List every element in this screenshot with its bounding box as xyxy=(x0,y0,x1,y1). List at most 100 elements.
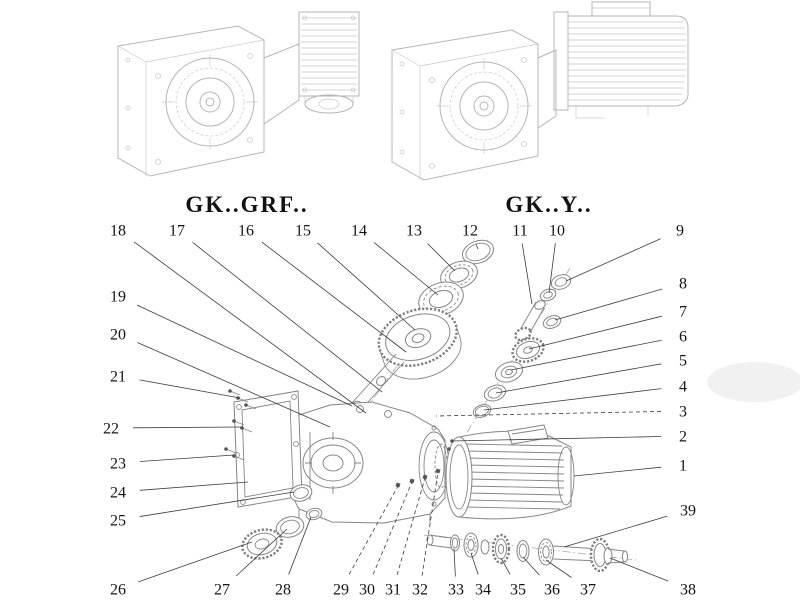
leader-line-18 xyxy=(133,241,367,414)
title-grf: GK..GRF.. xyxy=(185,192,308,217)
part-number-30: 30 xyxy=(359,582,375,599)
output-shaft-assembly xyxy=(426,532,629,573)
part-number-4: 4 xyxy=(679,379,687,396)
leader-line-11 xyxy=(521,243,533,305)
toothed-ring-26 xyxy=(241,528,283,560)
part-number-38: 38 xyxy=(680,582,696,599)
part-number-39: 39 xyxy=(680,503,696,520)
ring-10 xyxy=(539,288,557,302)
leader-line-16 xyxy=(261,241,407,353)
leader-line-9 xyxy=(565,238,661,282)
part-number-3: 3 xyxy=(679,404,687,421)
part-number-10: 10 xyxy=(549,223,565,240)
callout-layer: 1234567891011121314151617181920212223242… xyxy=(103,223,696,599)
part-number-26: 26 xyxy=(110,582,126,599)
spacer xyxy=(480,539,490,555)
bearing-8 xyxy=(542,315,562,329)
part-number-13: 13 xyxy=(406,223,422,240)
ring-36 xyxy=(516,540,530,562)
part-number-1: 1 xyxy=(679,458,687,475)
leader-line-1 xyxy=(573,466,662,477)
leader-line-14 xyxy=(373,242,439,296)
ring-33 xyxy=(450,534,460,552)
part-number-23: 23 xyxy=(110,456,126,473)
part-number-22: 22 xyxy=(103,421,119,438)
part-number-14: 14 xyxy=(351,223,367,240)
leader-line-37 xyxy=(545,559,572,578)
leader-line-33 xyxy=(453,548,456,577)
seal-ring-25 xyxy=(289,484,313,502)
leader-line-35 xyxy=(500,557,511,575)
part-number-24: 24 xyxy=(110,485,126,502)
part-number-20: 20 xyxy=(110,327,126,344)
leader-line-25 xyxy=(139,491,295,517)
leader-line-26 xyxy=(138,541,253,583)
leader-line-22 xyxy=(132,426,243,429)
part-number-19: 19 xyxy=(110,289,126,306)
part-number-33: 33 xyxy=(448,582,464,599)
part-number-29: 29 xyxy=(333,582,349,599)
ring-9 xyxy=(550,274,572,290)
leader-line-4 xyxy=(483,388,662,411)
part-number-2: 2 xyxy=(679,429,687,446)
exploded-view xyxy=(224,239,800,573)
part-number-21: 21 xyxy=(110,369,126,386)
part-number-37: 37 xyxy=(580,582,596,599)
leader-line-10 xyxy=(548,243,556,294)
leader-line-19 xyxy=(136,304,353,407)
leader-line-5 xyxy=(495,363,662,394)
part-number-6: 6 xyxy=(679,329,687,346)
leader-line-34 xyxy=(470,552,479,575)
leader-line-12 xyxy=(475,244,479,250)
part-number-7: 7 xyxy=(679,304,687,321)
part-number-32: 32 xyxy=(412,582,428,599)
leader-line-27 xyxy=(235,528,288,577)
part-number-31: 31 xyxy=(385,582,401,599)
leader-line-29 xyxy=(348,485,399,575)
leader-line-24 xyxy=(139,481,249,491)
gearbox-grf-illustration xyxy=(117,11,360,177)
output-gear-38 xyxy=(589,537,613,573)
part-number-8: 8 xyxy=(679,276,687,293)
gearbox-y-illustration xyxy=(391,1,689,181)
leader-line-39 xyxy=(563,515,668,548)
washer-5 xyxy=(483,384,507,402)
watermark xyxy=(707,362,800,402)
ring-4 xyxy=(472,404,492,418)
motor xyxy=(445,424,575,520)
leader-line-30 xyxy=(372,481,413,575)
leader-line-6 xyxy=(510,339,662,371)
part-number-28: 28 xyxy=(275,582,291,599)
part-number-12: 12 xyxy=(462,223,478,240)
flange-fasteners xyxy=(395,468,441,488)
leader-line-32 xyxy=(421,471,439,576)
snap-ring-12 xyxy=(462,239,494,265)
leader-line-36 xyxy=(522,556,540,576)
leader-line-23 xyxy=(139,454,235,462)
gear-7 xyxy=(511,337,545,363)
ring-28 xyxy=(305,507,323,521)
part-number-36: 36 xyxy=(544,582,560,599)
title-y: GK..Y.. xyxy=(505,192,592,217)
leader-line-31 xyxy=(396,477,426,575)
part-number-16: 16 xyxy=(238,223,254,240)
leader-line-8 xyxy=(554,288,663,321)
leader-line-38 xyxy=(609,557,669,582)
leader-line-3 xyxy=(435,411,662,417)
gear-35 xyxy=(491,533,511,565)
part-number-34: 34 xyxy=(475,582,491,599)
leader-line-13 xyxy=(427,243,456,272)
leader-line-2 xyxy=(451,436,662,442)
side-cover-plate-24 xyxy=(233,390,303,508)
part-number-15: 15 xyxy=(295,223,311,240)
leader-line-17 xyxy=(192,241,383,393)
bearing-37 xyxy=(538,538,554,566)
part-number-25: 25 xyxy=(110,513,126,530)
cover-screws xyxy=(224,389,257,461)
leader-line-20 xyxy=(137,342,331,428)
part-number-5: 5 xyxy=(679,353,687,370)
bearing-14 xyxy=(418,281,464,317)
gear-wheel-15 xyxy=(377,307,462,380)
